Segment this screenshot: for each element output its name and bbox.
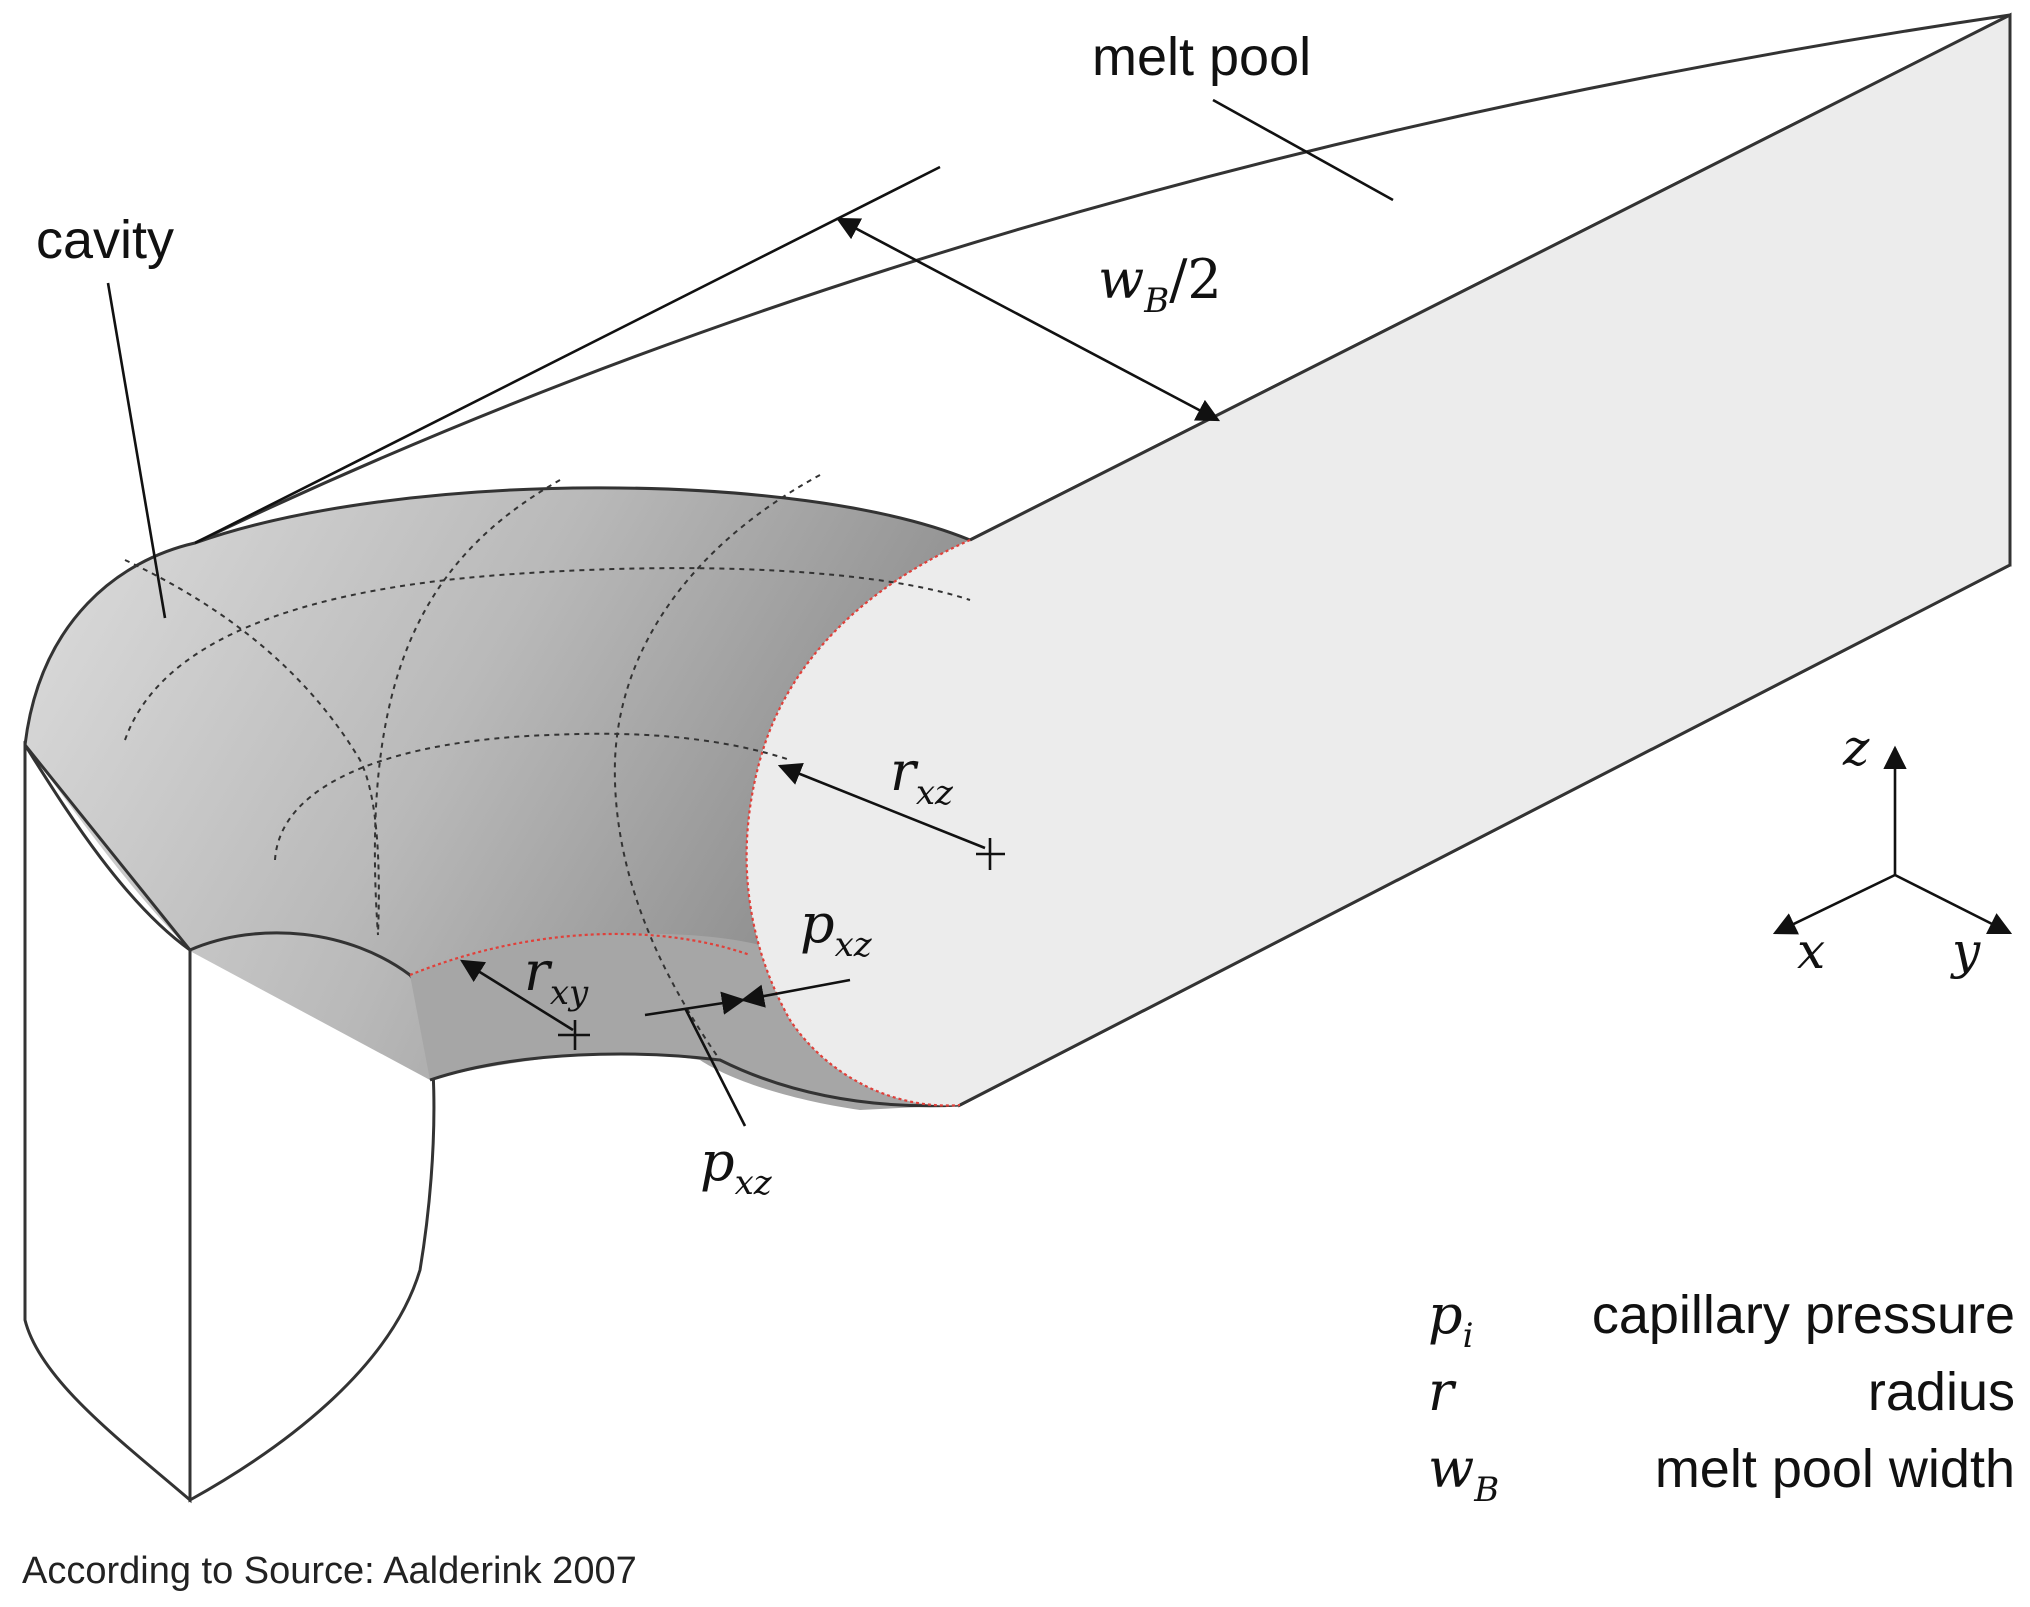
coordinate-axes: z x y xyxy=(1772,719,2013,980)
cavity-bottom-strip xyxy=(410,933,960,1110)
cavity-label: cavity xyxy=(36,210,174,270)
melt-pool-leader xyxy=(1212,98,1394,202)
legend-symbol-r: r xyxy=(1428,1360,1457,1423)
axis-z-label: z xyxy=(1842,719,1870,777)
pxz-upper-label: pxz xyxy=(800,892,873,965)
width-dimension xyxy=(194,165,1221,545)
legend-symbol-p: pi xyxy=(1428,1283,1473,1356)
pxz-lower-label: pxz xyxy=(700,1130,773,1203)
left-cut-face xyxy=(188,931,436,1503)
left-outer-wall xyxy=(23,740,192,1504)
pxz-upper-arrow xyxy=(740,978,851,1008)
source-note: According to Source: Aalderink 2007 xyxy=(22,1550,637,1592)
legend: pi capillary pressure r radius wB melt p… xyxy=(1428,1283,2015,1510)
right-cut-face xyxy=(746,15,2010,1106)
rxz-contour xyxy=(745,538,971,1107)
rxy-radius xyxy=(460,959,590,1050)
rxz-radius xyxy=(777,762,1005,870)
width-half-label: wB/2 xyxy=(1098,248,1222,321)
legend-text-capillary-pressure: capillary pressure xyxy=(1592,1285,2015,1345)
rxy-label: rxy xyxy=(524,940,589,1013)
axis-y-label: y xyxy=(1950,922,1981,980)
legend-symbol-w: wB xyxy=(1428,1437,1499,1510)
legend-text-radius: radius xyxy=(1868,1362,2015,1422)
melt-pool-label: melt pool xyxy=(1092,27,1311,87)
axis-x-label: x xyxy=(1797,922,1825,980)
cavity-leader xyxy=(106,282,167,619)
legend-text-melt-pool-width: melt pool width xyxy=(1655,1439,2015,1499)
cavity-bowl xyxy=(25,487,970,975)
pxz-lower-arrow xyxy=(644,991,747,1127)
rxz-label: rxz xyxy=(890,740,954,813)
melt-pool-body xyxy=(23,12,2012,1504)
